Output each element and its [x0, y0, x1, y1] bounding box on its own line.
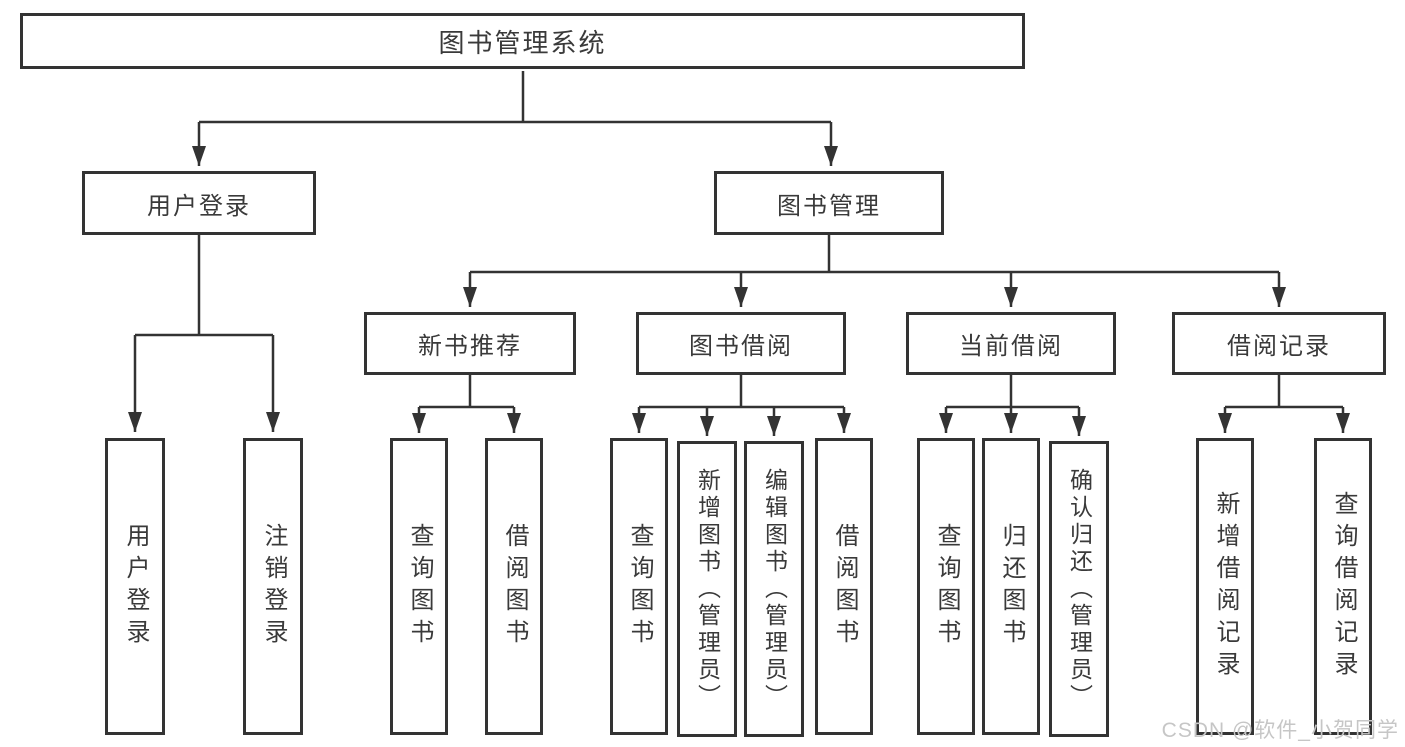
leaf-add-book-admin: 新增图书（管理员） — [677, 441, 737, 737]
node-book-borrowing: 图书借阅 — [636, 312, 846, 375]
node-label: 查询借阅记录 — [1330, 490, 1357, 683]
node-book-management: 图书管理 — [714, 171, 944, 235]
node-borrowing-records: 借阅记录 — [1172, 312, 1386, 375]
leaf-query-borrow-record: 查询借阅记录 — [1314, 438, 1372, 735]
node-label: 注销登录 — [260, 522, 287, 651]
leaf-confirm-return-admin: 确认归还（管理员） — [1049, 441, 1109, 737]
leaf-query-books-borrowing: 查询图书 — [610, 438, 668, 735]
leaf-return-book: 归还图书 — [982, 438, 1040, 735]
leaf-borrow-books-borrowing: 借阅图书 — [815, 438, 873, 735]
node-label: 新书推荐 — [418, 333, 522, 360]
leaf-query-books-current: 查询图书 — [917, 438, 975, 735]
node-label: 新增图书（管理员） — [694, 467, 721, 711]
csdn-watermark: CSDN @软件_小贺同学 — [1161, 719, 1399, 742]
leaf-borrow-books-recommendation: 借阅图书 — [485, 438, 543, 735]
node-label: 编辑图书（管理员） — [761, 467, 788, 711]
node-label: 查询图书 — [406, 522, 433, 651]
node-label: 图书借阅 — [689, 333, 793, 360]
node-label: 查询图书 — [933, 522, 960, 651]
node-label: 借阅图书 — [501, 522, 528, 651]
leaf-user-login: 用户登录 — [105, 438, 165, 735]
node-label: 确认归还（管理员） — [1066, 467, 1093, 711]
node-label: 归还图书 — [998, 522, 1025, 651]
leaf-edit-book-admin: 编辑图书（管理员） — [744, 441, 804, 737]
leaf-query-books-recommendation: 查询图书 — [390, 438, 448, 735]
node-label: 借阅图书 — [831, 522, 858, 651]
node-label: 图书管理系统 — [438, 27, 607, 58]
node-label: 图书管理 — [777, 192, 881, 220]
node-label: 查询图书 — [626, 522, 653, 651]
node-root-library-management-system: 图书管理系统 — [20, 13, 1025, 69]
node-label: 用户登录 — [122, 522, 149, 651]
node-label: 借阅记录 — [1227, 333, 1331, 360]
leaf-logout: 注销登录 — [243, 438, 303, 735]
node-label: 当前借阅 — [959, 333, 1063, 360]
node-label: 新增借阅记录 — [1212, 490, 1239, 683]
leaf-add-borrow-record: 新增借阅记录 — [1196, 438, 1254, 735]
node-new-book-recommendation: 新书推荐 — [364, 312, 576, 375]
node-user-login: 用户登录 — [82, 171, 316, 235]
node-current-borrowing: 当前借阅 — [906, 312, 1116, 375]
node-label: 用户登录 — [147, 192, 251, 220]
